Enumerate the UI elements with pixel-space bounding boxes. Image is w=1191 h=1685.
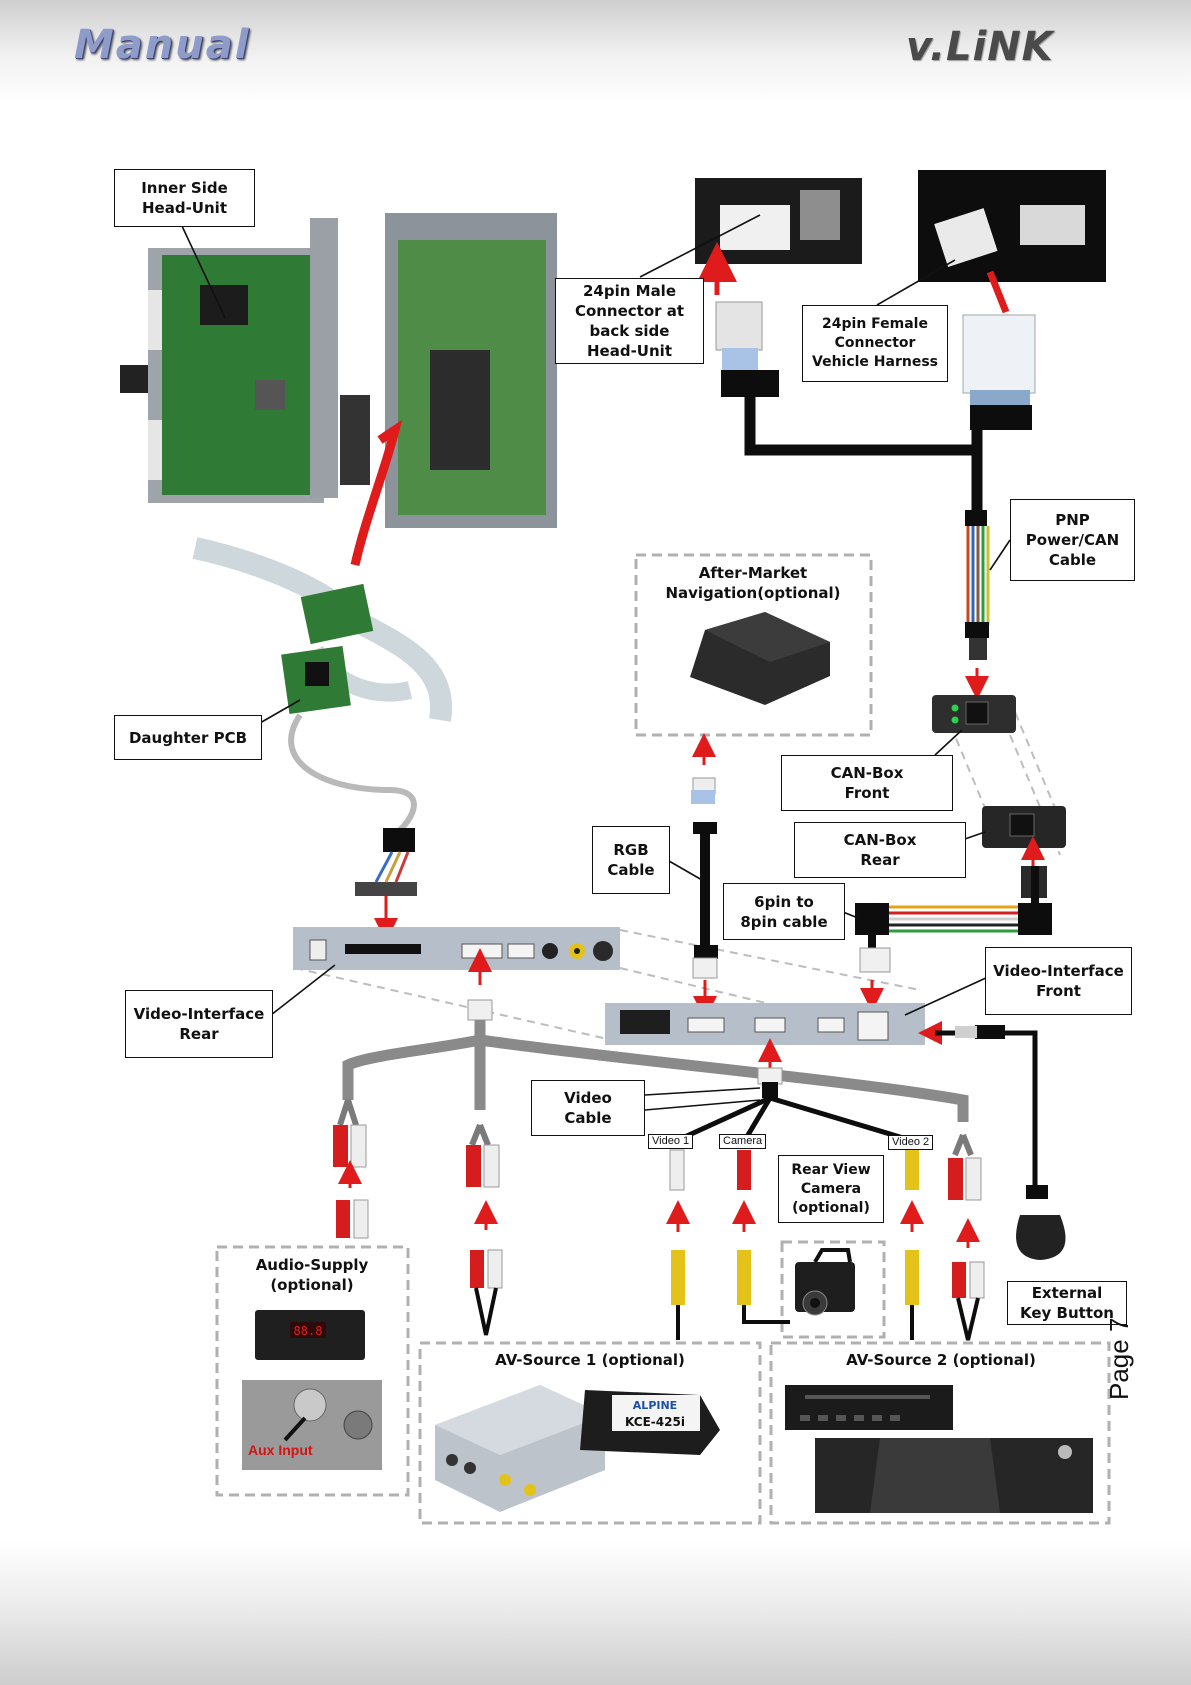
label-24pin-male-connector: 24pin Male Connector at back side Head-U… [555, 278, 704, 364]
red-arrow-pcb [350, 419, 403, 566]
label-video-cable: Video Cable [531, 1080, 645, 1136]
optional-boxes [215, 553, 1111, 1525]
vlink-logo: v.LiNK [906, 24, 1054, 70]
label-can-box-front: CAN-Box Front [781, 755, 953, 811]
head-unit-back [340, 213, 557, 528]
manual-logo: Manual [74, 22, 251, 68]
av-source1-devices: ALPINE KCE-425i [435, 1385, 720, 1512]
label-can-box-rear: CAN-Box Rear [794, 822, 966, 878]
av2-optional-box [769, 1341, 1111, 1525]
footer-band [0, 1540, 1191, 1685]
label-av-source-1: AV-Source 1 (optional) [495, 1351, 685, 1369]
label-video-interface-rear: Video-Interface Rear [125, 990, 273, 1058]
audio-harness [342, 1020, 969, 1122]
audio-supply-device: 88.8 [255, 1310, 365, 1360]
audio-display-digits: 88.8 [294, 1324, 323, 1338]
page-number: Page 7 [1104, 1317, 1134, 1400]
video-interface-rear-device [293, 927, 620, 970]
label-after-market-navigation: After-Market Navigation(optional) [665, 564, 841, 602]
pnp-harness-main [744, 397, 983, 456]
label-rgb-cable: RGB Cable [592, 826, 670, 894]
label-daughter-pcb: Daughter PCB [114, 715, 262, 760]
pnp-cable-wires [966, 526, 990, 625]
label-video-interface-front: Video-Interface Front [985, 947, 1132, 1015]
av-source2-devices [785, 1385, 1093, 1513]
can-box-rear-device [982, 806, 1066, 848]
label-6pin-to-8pin-cable: 6pin to 8pin cable [723, 883, 845, 940]
device-model-label: KCE-425i [625, 1415, 685, 1429]
can-box-front-device [932, 695, 1016, 733]
header-band [0, 0, 1191, 105]
device-brand-label: ALPINE [633, 1399, 677, 1412]
pin-cable-wires [889, 905, 1018, 933]
nav-optional-box [634, 553, 873, 737]
tag-camera: Camera [719, 1134, 767, 1149]
female-plug [962, 314, 1036, 394]
red-arrow-female [986, 270, 1010, 314]
label-external-key-button: External Key Button [1007, 1281, 1127, 1325]
label-rear-view-camera: Rear View Camera (optional) [778, 1155, 884, 1223]
key-button-device [1016, 1215, 1066, 1260]
navigation-device [690, 612, 830, 705]
label-inner-side-head-unit: Inner Side Head-Unit [114, 169, 255, 227]
label-audio-supply: Audio-Supply (optional) [255, 1256, 369, 1294]
rear-camera-device [795, 1248, 855, 1316]
head-unit-pcb [120, 218, 338, 503]
tag-video-1: Video 1 [648, 1134, 694, 1149]
label-aux-input: Aux Input [248, 1442, 313, 1458]
av1-optional-box [418, 1341, 762, 1525]
label-24pin-female-connector: 24pin Female Connector Vehicle Harness [802, 305, 948, 382]
tag-video-2: Video 2 [888, 1135, 934, 1150]
label-av-source-2: AV-Source 2 (optional) [846, 1351, 1036, 1369]
male-plug [715, 301, 763, 351]
video-cable [676, 1095, 911, 1143]
camera-optional-box [780, 1240, 886, 1339]
label-pnp-power-can-cable: PNP Power/CAN Cable [1010, 499, 1135, 581]
rca-plugs-sources [336, 1199, 985, 1299]
audio-optional-box [215, 1245, 410, 1497]
rca-plugs-harness [333, 1124, 982, 1201]
daughter-pcb-assembly [192, 537, 453, 896]
